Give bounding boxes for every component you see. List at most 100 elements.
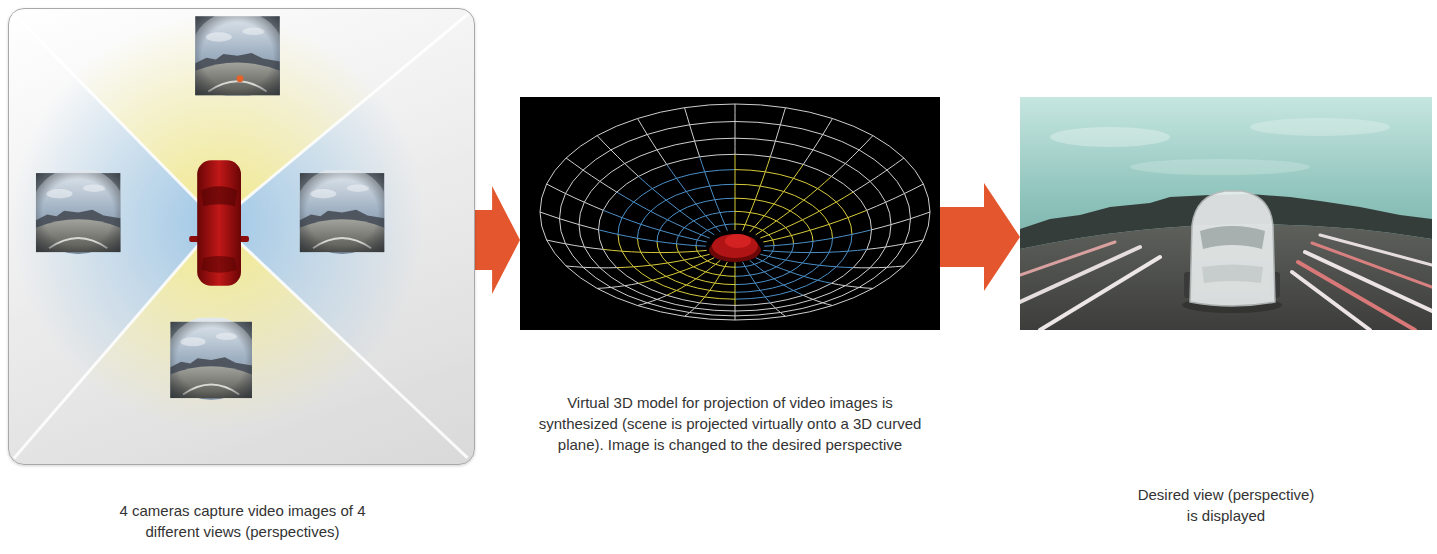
- mesh-line: [872, 212, 931, 230]
- car-rear-window: [1202, 265, 1263, 284]
- parking-line: [1292, 272, 1370, 330]
- block-arrow: [475, 186, 520, 294]
- car-windshield: [201, 186, 237, 206]
- mesh-line: [735, 104, 736, 154]
- mesh-line: [700, 262, 728, 303]
- right-camera-image: [295, 167, 389, 254]
- mesh-line: [700, 157, 728, 231]
- caption-box: Virtual 3D model for projection of video…: [538, 392, 922, 455]
- mesh-line: [638, 119, 667, 165]
- mesh-line: [639, 176, 715, 234]
- mesh-line: [735, 138, 891, 224]
- mesh-line: [603, 249, 707, 252]
- mesh-line: [560, 219, 736, 316]
- mesh-line: [735, 122, 911, 219]
- mesh-line: [763, 249, 867, 252]
- caption-box: 4 cameras capture video images of 4 diff…: [112, 500, 374, 542]
- mesh-line: [597, 283, 638, 288]
- mesh-line: [743, 157, 771, 231]
- mesh-line: [603, 210, 707, 242]
- caption-box: Desired view (perspective) is displayed: [1134, 484, 1318, 526]
- parking-line: [1320, 235, 1432, 265]
- front-camera-image: [190, 11, 284, 98]
- parking-line: [1040, 257, 1160, 330]
- camera-light: [237, 75, 244, 82]
- mesh-line: [770, 303, 785, 316]
- cloud: [1130, 159, 1310, 175]
- car-window: [1200, 226, 1265, 249]
- cloud: [1050, 127, 1170, 147]
- cloud: [1250, 118, 1390, 136]
- sky: [1020, 97, 1432, 330]
- mesh-line: [540, 212, 735, 320]
- mesh-line: [770, 108, 785, 157]
- mesh-line: [756, 258, 832, 284]
- car-top-view: [197, 160, 241, 285]
- parking-line: [1020, 242, 1115, 275]
- mesh-line: [617, 192, 710, 238]
- mesh-line: [763, 210, 867, 242]
- mesh-line: [750, 260, 804, 295]
- view-wedges: [9, 9, 472, 462]
- mesh-line: [617, 254, 710, 267]
- left-camera-image: [31, 167, 125, 254]
- mesh-line: [735, 104, 930, 212]
- black-ground: [520, 97, 940, 330]
- caption-text: 4 cameras capture video images of 4 diff…: [112, 500, 374, 542]
- mesh-line: [540, 212, 599, 230]
- mesh-line: [853, 266, 904, 268]
- mesh-line: [540, 104, 735, 212]
- mesh-line: [756, 176, 832, 234]
- view-panel: Desired view (perspective) is displayed: [1020, 97, 1432, 330]
- mesh-line: [566, 266, 617, 268]
- mesh-line: [853, 158, 904, 192]
- caption-text: Desired view (perspective) is displayed: [1134, 484, 1318, 526]
- mesh-line: [638, 295, 667, 305]
- rear-camera-image: [166, 316, 257, 399]
- mesh-line: [803, 119, 832, 165]
- mesh-line: [547, 184, 604, 210]
- mesh-line: [803, 295, 832, 305]
- mesh-line: [735, 262, 736, 305]
- car-model: [712, 234, 758, 258]
- mesh-line: [667, 260, 721, 295]
- mesh-line: [743, 262, 771, 303]
- block-arrow: [940, 183, 1020, 291]
- mesh-line: [735, 212, 930, 320]
- mesh-line: [735, 305, 736, 320]
- mesh-line: [685, 303, 700, 316]
- mesh-line: [832, 283, 873, 288]
- mesh-line: [547, 240, 604, 249]
- mesh-line: [667, 164, 721, 232]
- mesh-line: [735, 170, 852, 235]
- wedge-divider: [218, 222, 472, 462]
- caption-text: Virtual 3D model for projection of video…: [538, 392, 922, 455]
- mesh-line: [638, 184, 736, 238]
- bowl-mesh: [540, 104, 930, 320]
- ground: [1020, 224, 1432, 330]
- mesh-line: [735, 154, 736, 230]
- camera-panel: 4 cameras capture video images of 4 diff…: [8, 8, 475, 465]
- mesh-line: [685, 108, 700, 157]
- camera-illustration: [9, 9, 474, 464]
- mesh-line: [618, 170, 735, 235]
- mesh-line: [560, 122, 736, 219]
- mesh-line: [735, 219, 911, 316]
- mesh-line: [750, 164, 804, 232]
- car-rear-window: [201, 256, 237, 273]
- mesh-line: [735, 184, 833, 238]
- projection-panel: Virtual 3D model for projection of video…: [520, 97, 940, 330]
- mesh-line: [867, 184, 924, 210]
- virtual-car: [1190, 191, 1275, 306]
- rendered-view-illustration: [1020, 97, 1432, 330]
- mesh-line: [867, 240, 924, 249]
- mesh-line: [599, 154, 736, 230]
- mesh-line: [832, 136, 873, 177]
- car-roof: [725, 234, 751, 248]
- mesh-line: [735, 154, 872, 230]
- mesh-line: [579, 138, 735, 224]
- mesh-line: [566, 158, 617, 192]
- mesh-line: [597, 136, 638, 177]
- bowl-mesh-illustration: [520, 97, 940, 330]
